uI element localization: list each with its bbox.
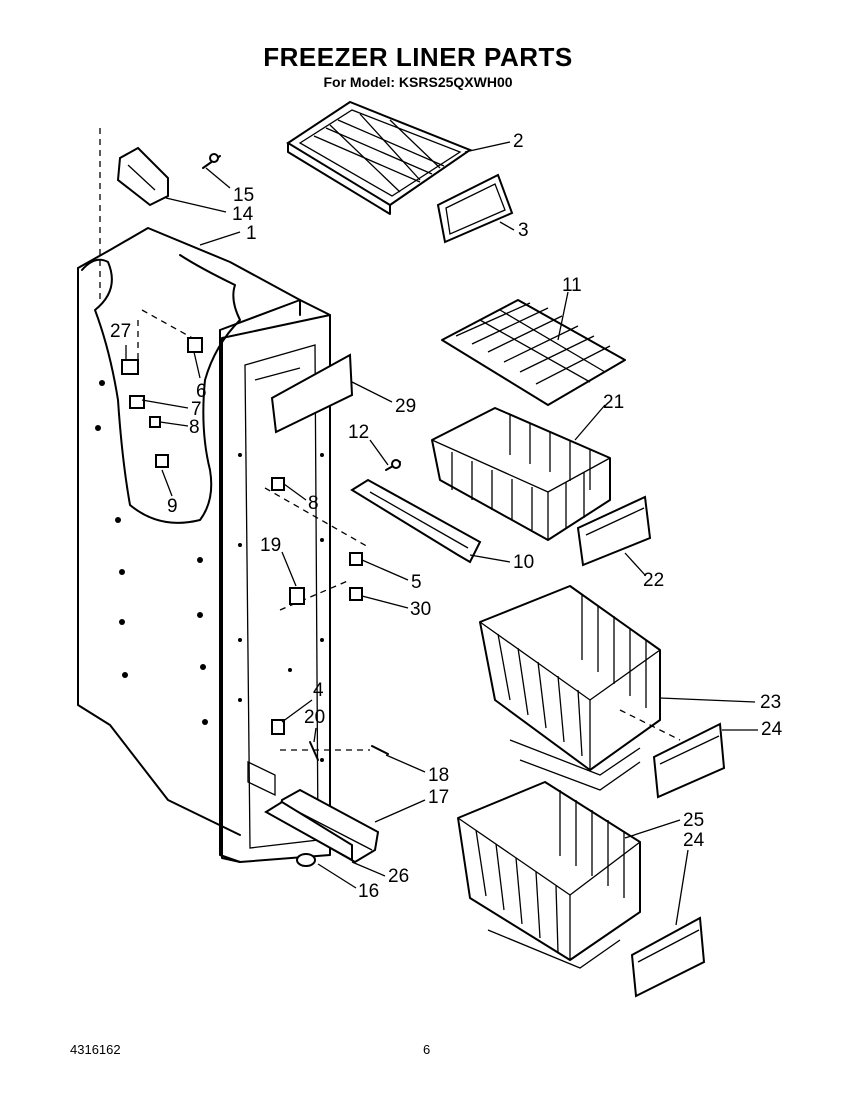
callout-8-lower: 8 — [308, 493, 319, 514]
assembly-lines — [99, 128, 681, 751]
part-16-knob — [296, 853, 316, 867]
callout-24-lower: 24 — [683, 830, 705, 851]
small-hardware — [121, 337, 389, 761]
callout-10: 10 — [513, 552, 535, 573]
callout-18: 18 — [428, 765, 450, 786]
callout-24-upper: 24 — [761, 719, 783, 740]
callout-9: 9 — [167, 496, 178, 517]
callout-27: 27 — [110, 321, 132, 342]
callout-26: 26 — [388, 866, 410, 887]
part-12-screw — [385, 459, 401, 471]
part-25-basket — [457, 781, 641, 969]
part-2-shelf — [286, 100, 473, 215]
part-3-panel — [436, 173, 514, 244]
part-15-screw — [202, 153, 221, 169]
model-subtitle: For Model: KSRS25QXWH00 — [323, 74, 513, 90]
callout-8-upper: 8 — [189, 417, 200, 438]
callout-22: 22 — [643, 570, 665, 591]
part-29-trim — [270, 353, 354, 434]
callout-17: 17 — [428, 787, 450, 808]
part-23-basket — [479, 585, 661, 791]
part-10-rail — [350, 478, 482, 564]
callout-1: 1 — [246, 223, 257, 244]
leader-lines — [125, 141, 758, 926]
part-11-wire-shelf — [441, 299, 626, 406]
callout-19: 19 — [260, 535, 282, 556]
callout-5: 5 — [411, 572, 422, 593]
callout-16: 16 — [358, 881, 380, 902]
page-title: FREEZER LINER PARTS — [263, 42, 573, 72]
callout-11: 11 — [562, 275, 582, 296]
page-number: 6 — [423, 1042, 431, 1057]
callout-14: 14 — [232, 204, 254, 225]
part-14-hanger — [116, 146, 169, 207]
callout-2: 2 — [513, 131, 524, 152]
callout-25: 25 — [683, 810, 705, 831]
callout-23: 23 — [760, 692, 782, 713]
callout-3: 3 — [518, 220, 529, 241]
part-22-front-panel — [576, 495, 652, 567]
part-21-basket — [431, 407, 611, 541]
callout-7: 7 — [191, 399, 202, 420]
callout-6: 6 — [196, 381, 207, 402]
callout-21: 21 — [603, 392, 625, 413]
callout-29: 29 — [395, 396, 417, 417]
callout-30: 30 — [410, 599, 432, 620]
callout-12: 12 — [348, 422, 370, 443]
part-24-panel-upper — [652, 722, 726, 799]
document-part-number: 4316162 — [70, 1042, 121, 1057]
callout-15: 15 — [233, 185, 255, 206]
part-24-panel-lower — [630, 916, 706, 998]
callout-4: 4 — [313, 680, 324, 701]
callout-20: 20 — [304, 707, 326, 728]
part-17-housing — [264, 788, 380, 864]
